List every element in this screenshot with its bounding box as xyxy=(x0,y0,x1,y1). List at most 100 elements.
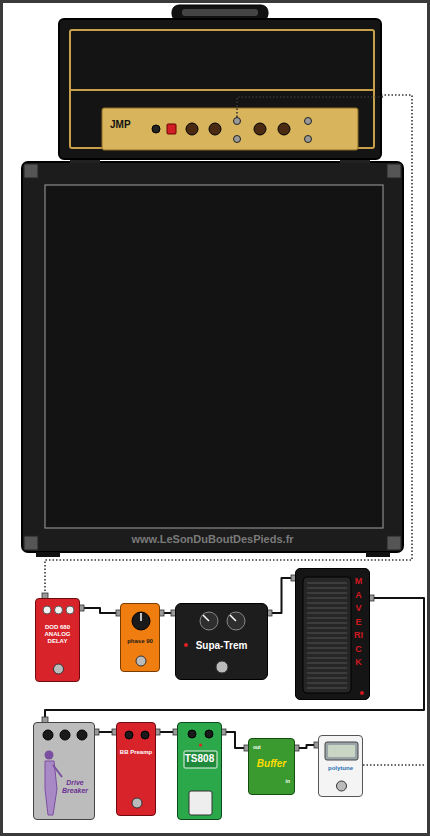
amp-foot xyxy=(340,158,370,163)
pedal-detail xyxy=(305,118,312,125)
pedal-detail xyxy=(307,602,347,604)
pedal-name: BB Preamp xyxy=(120,749,152,756)
pedal-detail xyxy=(230,615,236,621)
pedal-detail xyxy=(167,124,176,134)
effect-pedal: outBufferin xyxy=(248,738,295,795)
drawing-detail xyxy=(387,536,401,550)
pedal-detail xyxy=(200,612,218,630)
effect-pedal: polytune xyxy=(318,735,363,797)
patch-cable xyxy=(45,598,424,722)
speaker-cabinet xyxy=(22,162,403,557)
pedal-detail xyxy=(307,672,347,674)
effect-pedal: Drive Breaker xyxy=(33,722,95,820)
effect-pedal: TS808 xyxy=(177,722,222,820)
jack-plug xyxy=(171,610,179,616)
pedal-detail xyxy=(234,118,241,125)
pedal-detail xyxy=(307,682,347,684)
pedal-detail xyxy=(199,743,202,746)
pedal-detail xyxy=(307,587,347,589)
jack-plug xyxy=(152,729,160,735)
effect-pedal: BB Preamp xyxy=(116,722,156,816)
jack-plug xyxy=(291,745,299,751)
pedal-artwork xyxy=(121,604,159,671)
pedal-detail xyxy=(227,612,245,630)
amp-handle xyxy=(172,5,268,21)
pedal-detail xyxy=(307,687,347,689)
pedal-detail xyxy=(216,661,228,673)
pedal-detail xyxy=(307,667,347,669)
pedal-detail xyxy=(307,632,347,634)
drawing-detail xyxy=(387,164,401,178)
pedal-name: phase 90 xyxy=(127,638,153,645)
pedal-detail xyxy=(360,691,364,695)
watermark: www.LeSonDuBoutDesPieds.fr xyxy=(22,533,403,546)
pedal-detail xyxy=(136,656,146,666)
pedal-detail xyxy=(66,606,74,614)
pedal-detail xyxy=(328,745,355,757)
pedal-name: polytune xyxy=(328,765,353,772)
pedal-detail xyxy=(307,622,347,624)
pedal-detail xyxy=(278,123,290,135)
pedal-detail xyxy=(102,108,358,150)
pedal-detail xyxy=(189,791,212,815)
pedal-detail xyxy=(254,123,266,135)
pedal-detail xyxy=(205,730,213,738)
pedal-detail xyxy=(237,97,384,117)
drawing-detail xyxy=(24,164,38,178)
drawing-detail xyxy=(36,552,60,557)
pedal-detail xyxy=(55,606,63,614)
pedal-detail xyxy=(188,730,196,738)
jack-plug xyxy=(91,729,99,735)
pedal-detail xyxy=(77,730,87,740)
pedal-detail xyxy=(307,677,347,679)
drawing-detail xyxy=(24,536,38,550)
pedal-name: in xyxy=(253,778,290,784)
amp-handle-grip xyxy=(182,9,258,16)
pedal-artwork xyxy=(60,20,380,158)
pedal-detail xyxy=(184,643,188,647)
pedal-artwork xyxy=(117,723,155,815)
effect-pedal: DOD 680 ANALOG DELAY xyxy=(35,598,80,682)
pedal-detail xyxy=(303,577,351,693)
jack-plug xyxy=(264,610,272,616)
jack-plug xyxy=(42,717,48,725)
patch-cable xyxy=(80,608,120,613)
pedal-detail xyxy=(307,592,347,594)
pedal-name: MAVERICK xyxy=(354,575,363,670)
pedal-detail xyxy=(307,662,347,664)
pedal-detail xyxy=(307,607,347,609)
pedal-detail xyxy=(125,731,133,739)
pedal-detail xyxy=(152,125,160,133)
drawing-detail xyxy=(366,552,390,557)
pedal-name: out xyxy=(253,744,290,750)
pedal-detail xyxy=(234,136,241,143)
guitar-cable xyxy=(363,764,426,766)
pedal-detail xyxy=(307,647,347,649)
pedal-detail xyxy=(307,582,347,584)
jack-plug xyxy=(42,593,48,601)
patch-cable xyxy=(268,578,295,613)
pedal-detail xyxy=(307,627,347,629)
drawing-detail xyxy=(22,162,403,552)
pedal-artwork xyxy=(249,739,294,794)
jack-plug xyxy=(314,742,322,748)
pedal-name: Supa-Trem xyxy=(196,640,248,652)
jack-plug xyxy=(76,605,84,611)
pedal-detail xyxy=(203,615,209,621)
effect-pedal: Supa-Trem xyxy=(175,603,268,680)
pedal-detail xyxy=(307,612,347,614)
pedal-detail xyxy=(307,617,347,619)
effect-pedal: phase 90 xyxy=(120,603,160,672)
pedal-detail xyxy=(53,765,62,777)
jack-plug xyxy=(244,745,252,751)
pedal-artwork xyxy=(319,736,362,796)
amp-head: JMP xyxy=(58,18,382,160)
pedal-detail xyxy=(307,652,347,654)
pedal-name: Drive Breaker xyxy=(58,779,92,794)
pedal-artwork xyxy=(296,569,369,699)
pedal-detail xyxy=(140,613,142,621)
pedal-detail xyxy=(54,664,64,674)
jack-plug xyxy=(218,729,226,735)
